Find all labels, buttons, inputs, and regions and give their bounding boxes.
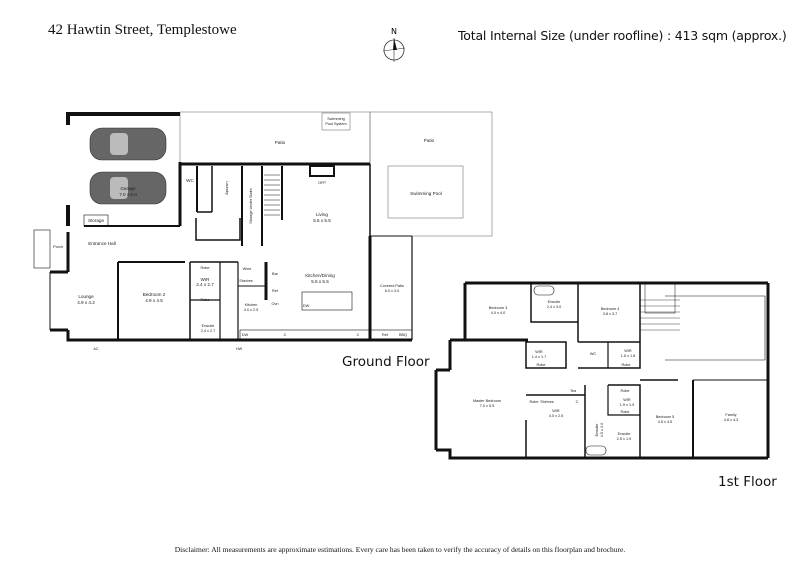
ground-floor-labels: Garage 7.0 x 6.0 Storage Patio Swimming …: [53, 117, 442, 351]
robe-label-1f-5: Robe: [620, 410, 629, 414]
wir3-label: WIR: [552, 409, 560, 413]
porch-label: Porch: [53, 245, 63, 249]
wir1-dims: 1.4 x 1.7: [532, 355, 547, 359]
shelves-label: Shelves: [239, 279, 253, 283]
ensuite3-label: Ensuite: [618, 432, 631, 436]
wc-1f-label: WC: [590, 352, 597, 356]
island-dw-label: DW: [303, 304, 310, 308]
bar-label: Bar: [272, 272, 279, 276]
laundry-label: Laundry: [225, 181, 229, 195]
wir4-label: WIR: [623, 398, 631, 402]
hw-label: HW: [236, 347, 243, 351]
ground-floor-heading: Ground Floor: [342, 354, 430, 370]
bedroom4-label: Bedroom 4: [601, 307, 620, 311]
ensuite2-label: Ensuite: [595, 424, 599, 437]
swimming-pool-outline: [387, 165, 464, 219]
north-compass-icon: N: [382, 27, 406, 62]
bedroom3-dims: 4.0 x 4.0: [491, 311, 506, 315]
ensuite-label: Ensuite: [202, 324, 215, 328]
robe-label-1f-1: Robe: [536, 363, 545, 367]
cupboard-label-2: C: [357, 333, 360, 337]
total-internal-size: Total Internal Size (under roofline) : 4…: [458, 28, 787, 43]
cupboard-1f-label: C: [576, 400, 579, 404]
storage-under-stairs-label: Storage Under Stairs: [249, 188, 253, 224]
ref-label: Ref: [272, 289, 279, 293]
kitchen-dining-dims: 5.5 x 5.5: [311, 279, 329, 284]
bedroom5-label: Bedroom 5: [656, 415, 675, 419]
family-label: Family: [725, 413, 736, 417]
wir3-dims: 4.0 x 2.5: [549, 414, 564, 418]
robe-label-1f-4: Robe: [620, 389, 629, 393]
first-floor-heading: 1st Floor: [718, 474, 777, 490]
first-floor-labels: Bedroom 3 4.0 x 4.0 Ensuite 2.4 x 3.0 Be…: [473, 300, 738, 441]
garage-dims: 7.0 x 6.0: [119, 192, 137, 197]
ofp-label: OFP: [318, 181, 326, 185]
ground-floor-plan: [33, 111, 493, 342]
cupboard-label-1: C: [284, 333, 287, 337]
wir1-label: WIR: [535, 350, 543, 354]
robe-label-2: Robe: [200, 298, 209, 302]
wir-dims: 2.4 x 2.7: [196, 282, 214, 287]
bbq-label: BBQ: [399, 333, 407, 337]
kitchen-dw-label: DW: [242, 333, 249, 337]
ensuite1-label: Ensuite: [548, 300, 561, 304]
living-label: Living: [316, 212, 328, 217]
disclaimer: Disclaimer: All measurements are approxi…: [174, 545, 626, 554]
ensuite2-dims: 4.5 x 2.0: [600, 423, 604, 438]
tea-label: Tea: [570, 389, 577, 393]
lounge-dims: 4.9 x 4.2: [77, 300, 95, 305]
ensuite3-dims: 2.5 x 1.9: [617, 437, 632, 441]
robe-label-1: Robe: [200, 266, 209, 270]
living-dims: 5.5 x 5.5: [313, 218, 331, 223]
swimming-pool-label: Swimming Pool: [410, 191, 442, 196]
pool-system-label-2: Pool System: [325, 122, 346, 126]
pool-system-label-1: Swimming: [327, 117, 345, 121]
family-dims: 4.8 x 4.3: [724, 418, 739, 422]
bedroom2-label: Bedroom 2: [143, 292, 166, 297]
bedroom5-dims: 4.5 x 3.5: [658, 420, 673, 424]
compass-label: N: [391, 27, 397, 36]
wir2-label: WIR: [624, 349, 632, 353]
kitchen-dims: 4.0 x 2.5: [244, 308, 259, 312]
robe-label-1f-2: Robe: [621, 363, 630, 367]
ensuite1-dims: 2.4 x 3.0: [547, 305, 562, 309]
wir2-dims: 1.5 x 1.8: [621, 354, 636, 358]
garage-label: Garage: [120, 186, 136, 191]
wine-label: Wine: [243, 267, 252, 271]
covered-patio-dims: 6.0 x 3.0: [385, 289, 400, 293]
bedroom3-label: Bedroom 3: [489, 306, 508, 310]
storage-label: Storage: [88, 218, 105, 223]
pool-patio-label: Patio: [424, 138, 435, 143]
first-floor-plan: [434, 281, 770, 460]
lounge-label: Lounge: [78, 294, 94, 299]
bedroom4-dims: 3.8 x 3.7: [603, 312, 618, 316]
wir-label: WIR: [201, 277, 211, 282]
kitchen-label: Kitchen: [245, 303, 258, 307]
covered-patio-label: Covered Patio: [380, 284, 404, 288]
wc-label: WC: [186, 178, 194, 183]
kitchen-dining-label: Kitchen/Dining: [305, 273, 335, 278]
oven-label: Ovn: [272, 302, 279, 306]
shelves-label-1f: Shelves: [540, 400, 554, 404]
ensuite-dims: 2.4 x 2.7: [201, 329, 216, 333]
bedroom2-dims: 4.9 x 4.5: [145, 298, 163, 303]
master-bedroom-dims: 7.0 x 5.5: [480, 404, 495, 408]
wir4-dims: 1.9 x 1.9: [620, 403, 635, 407]
robe-label-1f-3: Robe: [529, 400, 538, 404]
entrance-hall-label: Entrance Hall: [88, 241, 116, 246]
property-address: 42 Hawtin Street, Templestowe: [48, 22, 237, 38]
master-bedroom-label: Master Bedroom: [473, 399, 501, 403]
ac-label: AC: [93, 347, 99, 351]
patio-label: Patio: [275, 140, 286, 145]
ref-label-2: Ref: [382, 333, 389, 337]
